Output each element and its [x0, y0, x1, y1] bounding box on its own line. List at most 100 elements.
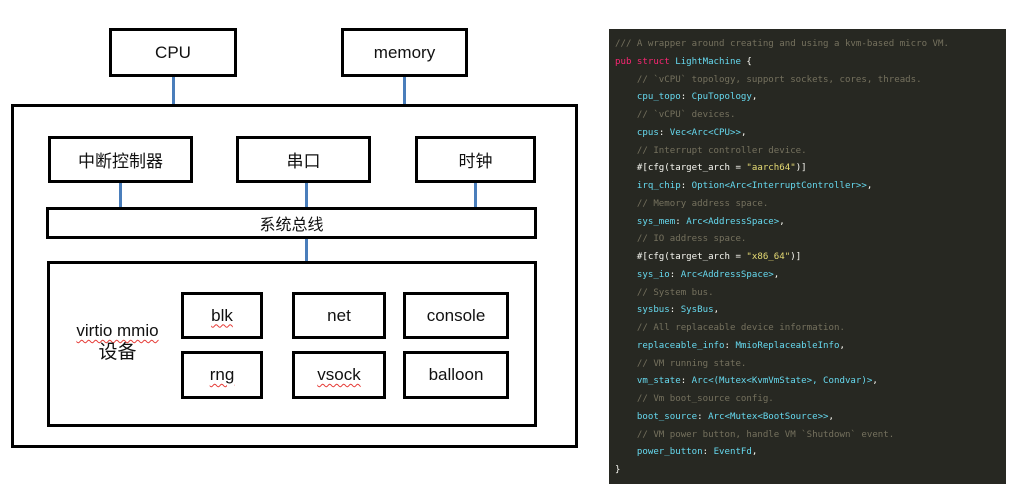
code-line: // `vCPU` devices.: [615, 107, 1006, 125]
memory-box: memory: [341, 28, 468, 77]
code-line: irq_chip: Option<Arc<InterruptController…: [615, 178, 1006, 196]
code-token-punc: ,: [872, 376, 878, 387]
code-token-punc: ,: [740, 127, 747, 138]
code-token-fld: cpu_topo: [615, 92, 681, 103]
code-line: replaceable_info: MmioReplaceableInfo,: [615, 338, 1006, 356]
code-line: sys_io: Arc<AddressSpace>,: [615, 267, 1006, 285]
interrupt-connector: [119, 183, 122, 208]
bus-connector: [305, 239, 308, 263]
code-line: boot_source: Arc<Mutex<BootSource>>,: [615, 409, 1006, 427]
code-token-com: // System bus.: [615, 287, 714, 298]
code-token-com: /// A wrapper around creating and using …: [615, 39, 949, 49]
device-blk: blk: [181, 292, 263, 339]
memory-label: memory: [373, 42, 436, 62]
code-line: sys_mem: Arc<AddressSpace>,: [615, 214, 1006, 232]
code-token-punc: :: [702, 447, 714, 458]
virtio-mmio-label: virtio mmio 设备: [60, 320, 175, 364]
virtio-mmio-box: [47, 261, 537, 427]
device-label: rng: [209, 365, 235, 384]
code-token-attr: )]: [795, 163, 807, 174]
code-token-punc: :: [680, 181, 692, 191]
system-bus-label: 系统总线: [259, 217, 324, 234]
code-line: // VM power button, handle VM `Shutdown`…: [615, 427, 1006, 445]
code-token-com: // `vCPU` devices.: [615, 110, 736, 120]
cpu-box: CPU: [109, 28, 237, 77]
code-line: // `vCPU` topology, support sockets, cor…: [615, 72, 1006, 90]
code-token-com: // VM power button, handle VM `Shutdown`…: [615, 429, 895, 440]
code-token-ty: Arc<Mutex<BootSource>>: [708, 411, 829, 422]
code-token-fld: sys_io: [615, 269, 670, 280]
serial-label: 串口: [286, 152, 321, 171]
virtio-mmio-label-line1: virtio mmio: [76, 321, 159, 340]
code-token-ty: Arc<AddressSpace>: [686, 216, 780, 227]
code-token-ty: CpuTopology: [691, 92, 752, 103]
device-label: vsock: [317, 365, 361, 384]
code-token-punc: :: [669, 305, 681, 316]
code-token-ty: Vec<Arc<CPU>>: [669, 127, 741, 138]
code-token-fld: power_button: [615, 447, 703, 458]
code-line: // System bus.: [615, 285, 1006, 303]
code-token-fld: boot_source: [615, 411, 698, 422]
virtio-mmio-label-line2: 设备: [98, 342, 137, 363]
code-line: // Memory address space.: [615, 196, 1006, 214]
code-line: // IO address space.: [615, 231, 1006, 249]
code-token-com: // All replaceable device information.: [615, 323, 845, 333]
code-token-ty: SysBus: [680, 305, 714, 316]
code-token-punc: :: [669, 269, 681, 280]
code-token-fld: irq_chip: [615, 181, 681, 191]
serial-connector: [305, 183, 308, 208]
memory-connector: [403, 77, 406, 106]
device-label: console: [426, 305, 486, 325]
code-line: /// A wrapper around creating and using …: [615, 36, 1006, 54]
code-token-fld: cpus: [615, 127, 659, 138]
device-label: balloon: [428, 365, 484, 384]
code-token-punc: }: [615, 465, 621, 475]
code-token-punc: :: [658, 127, 670, 138]
device-label: net: [327, 305, 351, 325]
code-token-kw: pub struct: [615, 56, 676, 67]
code-token-punc: ,: [828, 411, 835, 422]
code-token-punc: {: [740, 56, 752, 67]
code-token-ty: Arc<AddressSpace>: [680, 269, 774, 280]
device-balloon: balloon: [403, 351, 509, 399]
device-console: console: [403, 292, 509, 339]
code-token-com: // Interrupt controller device.: [615, 145, 807, 156]
code-panel: /// A wrapper around creating and using …: [609, 29, 1006, 484]
interrupt-controller-box: 中断控制器: [48, 136, 193, 183]
code-token-punc: ,: [751, 447, 758, 458]
code-line: power_button: EventFd,: [615, 444, 1006, 462]
code-line: #[cfg(target_arch = "aarch64")]: [615, 160, 1006, 178]
code-token-fld: sysbus: [615, 305, 670, 316]
code-token-punc: ,: [751, 92, 758, 103]
code-line: pub struct LightMachine {: [615, 54, 1006, 72]
code-token-com: // VM running state.: [615, 358, 747, 369]
code-token-ty: Arc<(Mutex<KvmVmState>, Condvar)>: [691, 376, 873, 387]
code-line: vm_state: Arc<(Mutex<KvmVmState>, Condva…: [615, 373, 1006, 391]
code-token-punc: ,: [773, 269, 780, 280]
code-token-fld: vm_state: [615, 376, 681, 387]
code-token-punc: :: [697, 411, 709, 422]
code-token-punc: :: [680, 92, 692, 103]
code-token-punc: :: [724, 340, 736, 351]
code-token-com: // Memory address space.: [615, 198, 769, 209]
code-line: // VM running state.: [615, 356, 1006, 374]
clock-connector: [474, 183, 477, 208]
code-token-ty: MmioReplaceableInfo: [735, 340, 840, 351]
code-token-punc: ,: [866, 181, 873, 191]
code-token-com: // `vCPU` topology, support sockets, cor…: [615, 74, 922, 85]
clock-box: 时钟: [415, 136, 536, 183]
code-token-com: // IO address space.: [615, 234, 747, 245]
interrupt-controller-label: 中断控制器: [78, 152, 163, 171]
code-token-ty: Option<Arc<InterruptController>>: [691, 181, 867, 191]
code-token-ty: EventFd: [713, 447, 752, 458]
system-bus-box: 系统总线: [46, 207, 537, 239]
cpu-label: CPU: [155, 42, 191, 62]
code-token-punc: :: [680, 376, 692, 387]
code-token-attr: )]: [790, 252, 802, 262]
code-line: // Interrupt controller device.: [615, 143, 1006, 161]
device-vsock: vsock: [292, 351, 386, 399]
code-line: cpu_topo: CpuTopology,: [615, 89, 1006, 107]
code-token-punc: :: [675, 216, 687, 227]
code-line: // Vm boot_source config.: [615, 391, 1006, 409]
serial-box: 串口: [236, 136, 371, 183]
